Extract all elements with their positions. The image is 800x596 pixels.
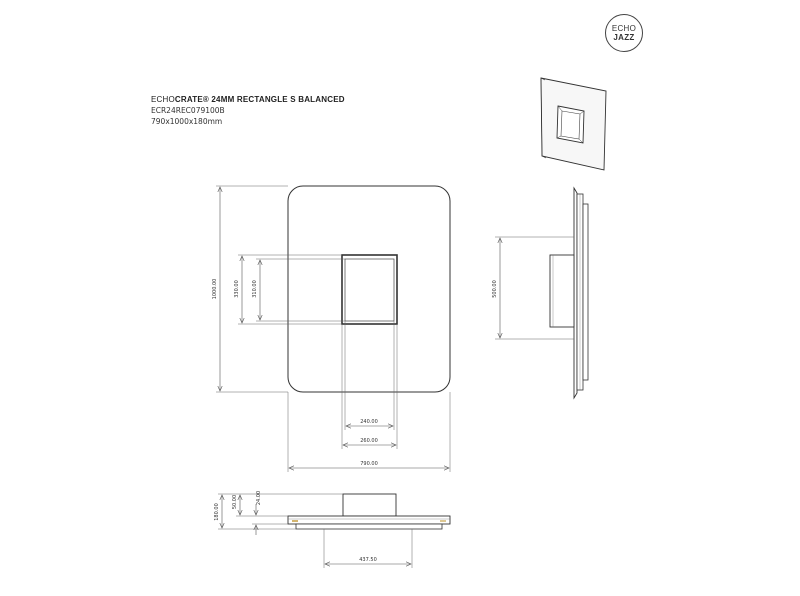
product-title: ECHOCRATE® 24MM RECTANGLE S BALANCED xyxy=(151,94,345,105)
bottom-view: 180.00 50.00 24.00 437.50 xyxy=(214,491,451,568)
product-name: 24MM RECTANGLE S BALANCED xyxy=(208,95,345,104)
dim-window-w-outer: 260.00 xyxy=(360,438,378,444)
dim-side-height: 500.00 xyxy=(492,280,498,298)
product-code: ECR24REC079100B xyxy=(151,106,225,115)
logo-line1: ECHO xyxy=(611,24,637,33)
dim-depth-panel: 24.00 xyxy=(256,491,262,505)
side-view: 500.00 xyxy=(492,186,589,400)
dim-depth-total: 180.00 xyxy=(214,503,220,521)
echojazz-logo: ECHO JAZZ xyxy=(605,14,643,52)
iso-view xyxy=(540,77,607,171)
front-view: 1000.00 330.00 310.00 240.00 260.00 790.… xyxy=(212,185,451,472)
dim-depth-box: 50.00 xyxy=(232,495,238,509)
logo-line2: JAZZ xyxy=(613,33,635,42)
dim-width-total: 790.00 xyxy=(360,461,378,467)
title-block: ECHOCRATE® 24MM RECTANGLE S BALANCED ECR… xyxy=(151,94,345,127)
dim-window-w-inner: 240.00 xyxy=(360,419,378,425)
dim-window-h-outer: 310.00 xyxy=(252,280,258,298)
dim-bottom-width: 437.50 xyxy=(359,557,377,563)
dim-window-h-inner: 330.00 xyxy=(234,280,240,298)
dim-height-total: 1000.00 xyxy=(212,279,218,300)
product-size: 790x1000x180mm xyxy=(151,117,223,126)
brand-bold: CRATE® xyxy=(174,95,209,104)
brand-light: ECHO xyxy=(151,95,175,104)
